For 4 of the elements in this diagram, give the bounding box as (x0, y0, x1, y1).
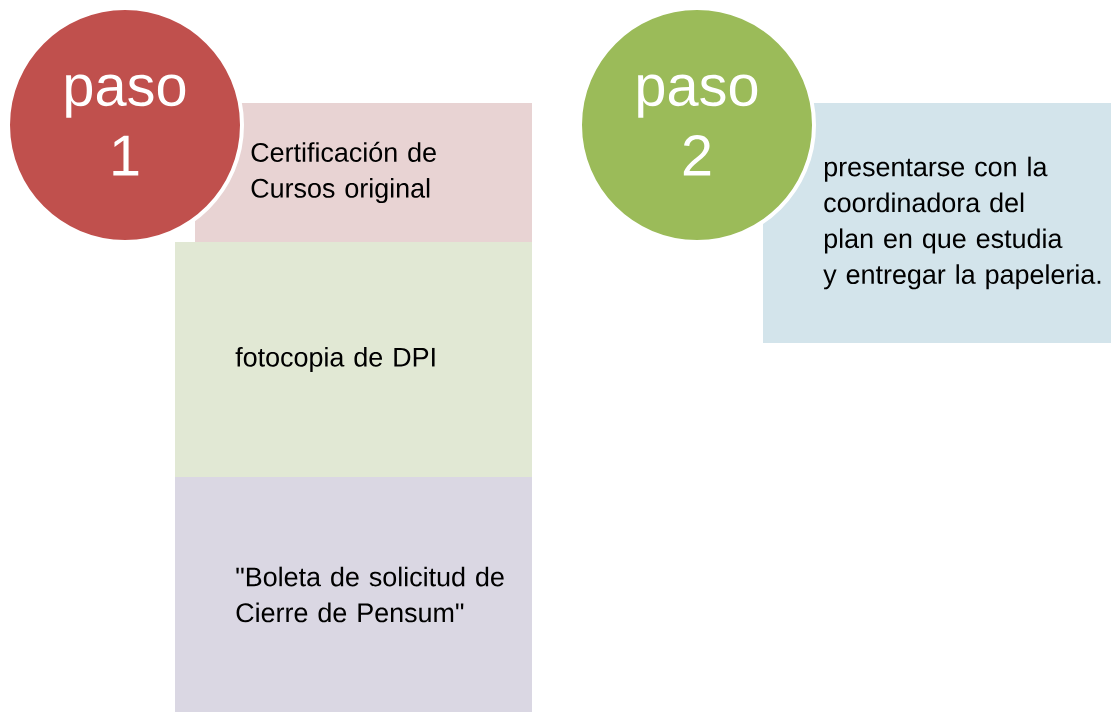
text-box: "Boleta de solicitud de Cierre de Pensum" (175, 477, 532, 712)
text-box: presentarse con la coordinadora del plan en que estudia y entregar la papeleria. (763, 103, 1111, 343)
text-box: fotocopia de DPI (175, 242, 532, 477)
text-box: Certificación de Cursos original (195, 103, 532, 242)
